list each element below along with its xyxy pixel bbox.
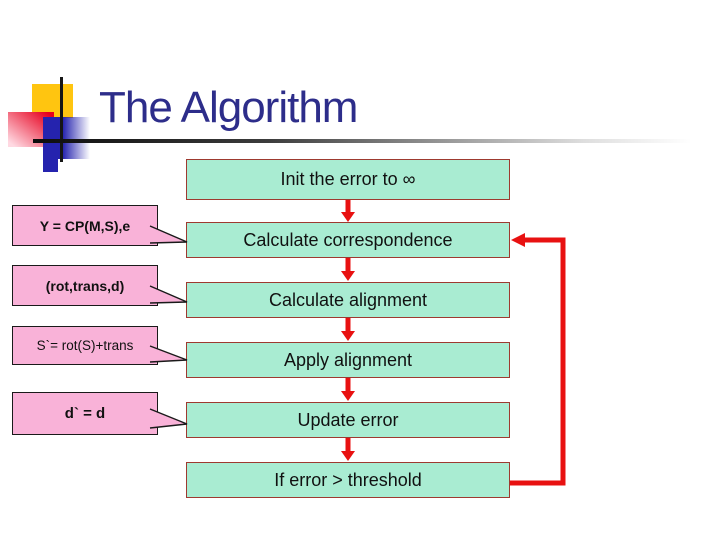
callout-apply-result: S`= rot(S)+trans (12, 326, 158, 365)
callout-correspondence-result: Y = CP(M,S),e (12, 205, 158, 246)
flow-step-label: Update error (297, 409, 399, 430)
callout-label: (rot,trans,d) (45, 277, 125, 294)
loop-back-arrow (510, 233, 566, 486)
callout-label: S`= rot(S)+trans (36, 338, 134, 353)
flow-step-apply-alignment: Apply alignment (186, 342, 510, 378)
accent-square-blue (43, 117, 90, 159)
arrow-down-icon (341, 318, 355, 341)
flow-step-label: Calculate alignment (268, 289, 428, 310)
flow-step-label: Apply alignment (283, 349, 413, 370)
arrow-down-icon (341, 438, 355, 461)
callout-label: Y = CP(M,S),e (39, 217, 131, 234)
accent-vertical-line (60, 77, 63, 162)
flow-step-calc-correspondence: Calculate correspondence (186, 222, 510, 258)
flow-step-init-error: Init the error to ∞ (186, 159, 510, 200)
callout-alignment-result: (rot,trans,d) (12, 265, 158, 306)
arrow-down-icon (341, 258, 355, 281)
slide-title: The Algorithm (99, 83, 358, 132)
accent-square-blue-small (43, 159, 58, 172)
flow-step-error-threshold: If error > threshold (186, 462, 510, 498)
flow-step-label: If error > threshold (274, 469, 422, 490)
callout-label: d` = d (64, 405, 106, 422)
arrow-down-icon (341, 378, 355, 401)
title-underline (33, 139, 705, 143)
flow-step-calc-alignment: Calculate alignment (186, 282, 510, 318)
flow-step-update-error: Update error (186, 402, 510, 438)
callout-update-result: d` = d (12, 392, 158, 435)
arrow-down-icon (341, 200, 355, 222)
flow-step-label: Calculate correspondence (243, 229, 453, 250)
flow-step-label: Init the error to ∞ (280, 169, 416, 189)
